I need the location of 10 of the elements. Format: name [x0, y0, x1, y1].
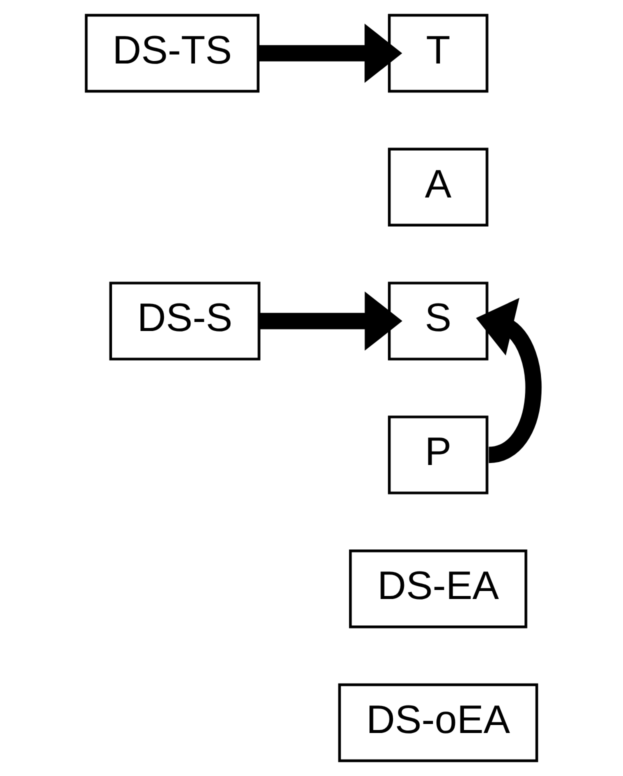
node-box: T — [388, 14, 488, 93]
node-box: DS-oEA — [338, 683, 538, 762]
node-box: DS-S — [109, 282, 260, 360]
node-box: A — [388, 148, 488, 227]
node-box: DS-EA — [349, 549, 528, 628]
node-box: DS-TS — [84, 14, 260, 93]
arrow — [258, 24, 402, 83]
node-box: P — [388, 416, 488, 494]
arrow — [259, 291, 402, 351]
node-box: S — [388, 282, 488, 360]
